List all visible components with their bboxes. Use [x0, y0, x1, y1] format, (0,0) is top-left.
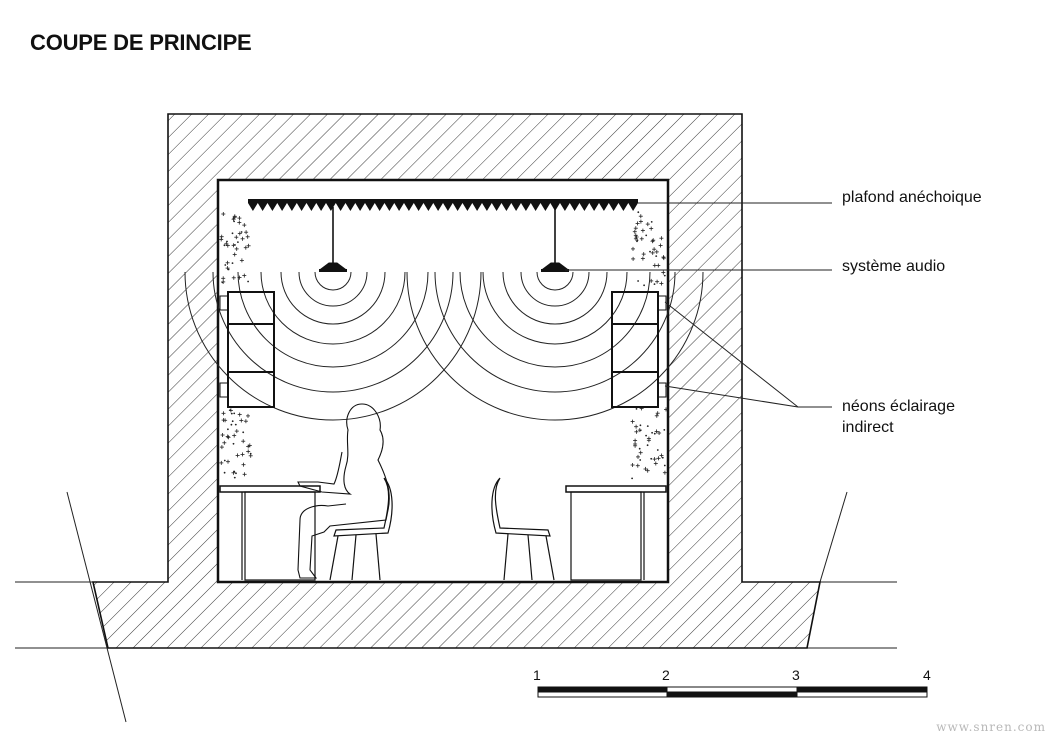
leader-lines [565, 202, 832, 408]
scale-tick-3: 3 [792, 667, 800, 683]
scale-tick-1: 1 [533, 667, 541, 683]
speaker-left [319, 207, 347, 272]
inner-room [216, 178, 670, 584]
seated-person [297, 403, 390, 579]
desk-left [219, 485, 321, 581]
sound-waves [184, 271, 704, 421]
speaker-right [541, 207, 569, 272]
anechoic-ceiling [248, 199, 638, 211]
label-neons-eclairage: néons éclairage [842, 398, 955, 415]
cabinet-right [611, 291, 667, 408]
label-systeme-audio: système audio [842, 258, 946, 275]
chair-right [491, 477, 555, 581]
watermark: www.snren.com [936, 720, 1046, 734]
scale-bar [537, 686, 928, 698]
chair-left [329, 477, 393, 581]
desk-right [565, 485, 667, 581]
label-indirect: indirect [842, 419, 894, 436]
scale-tick-4: 4 [923, 667, 931, 683]
scale-tick-2: 2 [662, 667, 670, 683]
label-plafond-anechoique: plafond anéchoique [842, 189, 982, 206]
cabinet-left [219, 291, 275, 408]
drawing-title: COUPE DE PRINCIPE [30, 30, 252, 55]
acoustic-insulation [219, 211, 668, 480]
